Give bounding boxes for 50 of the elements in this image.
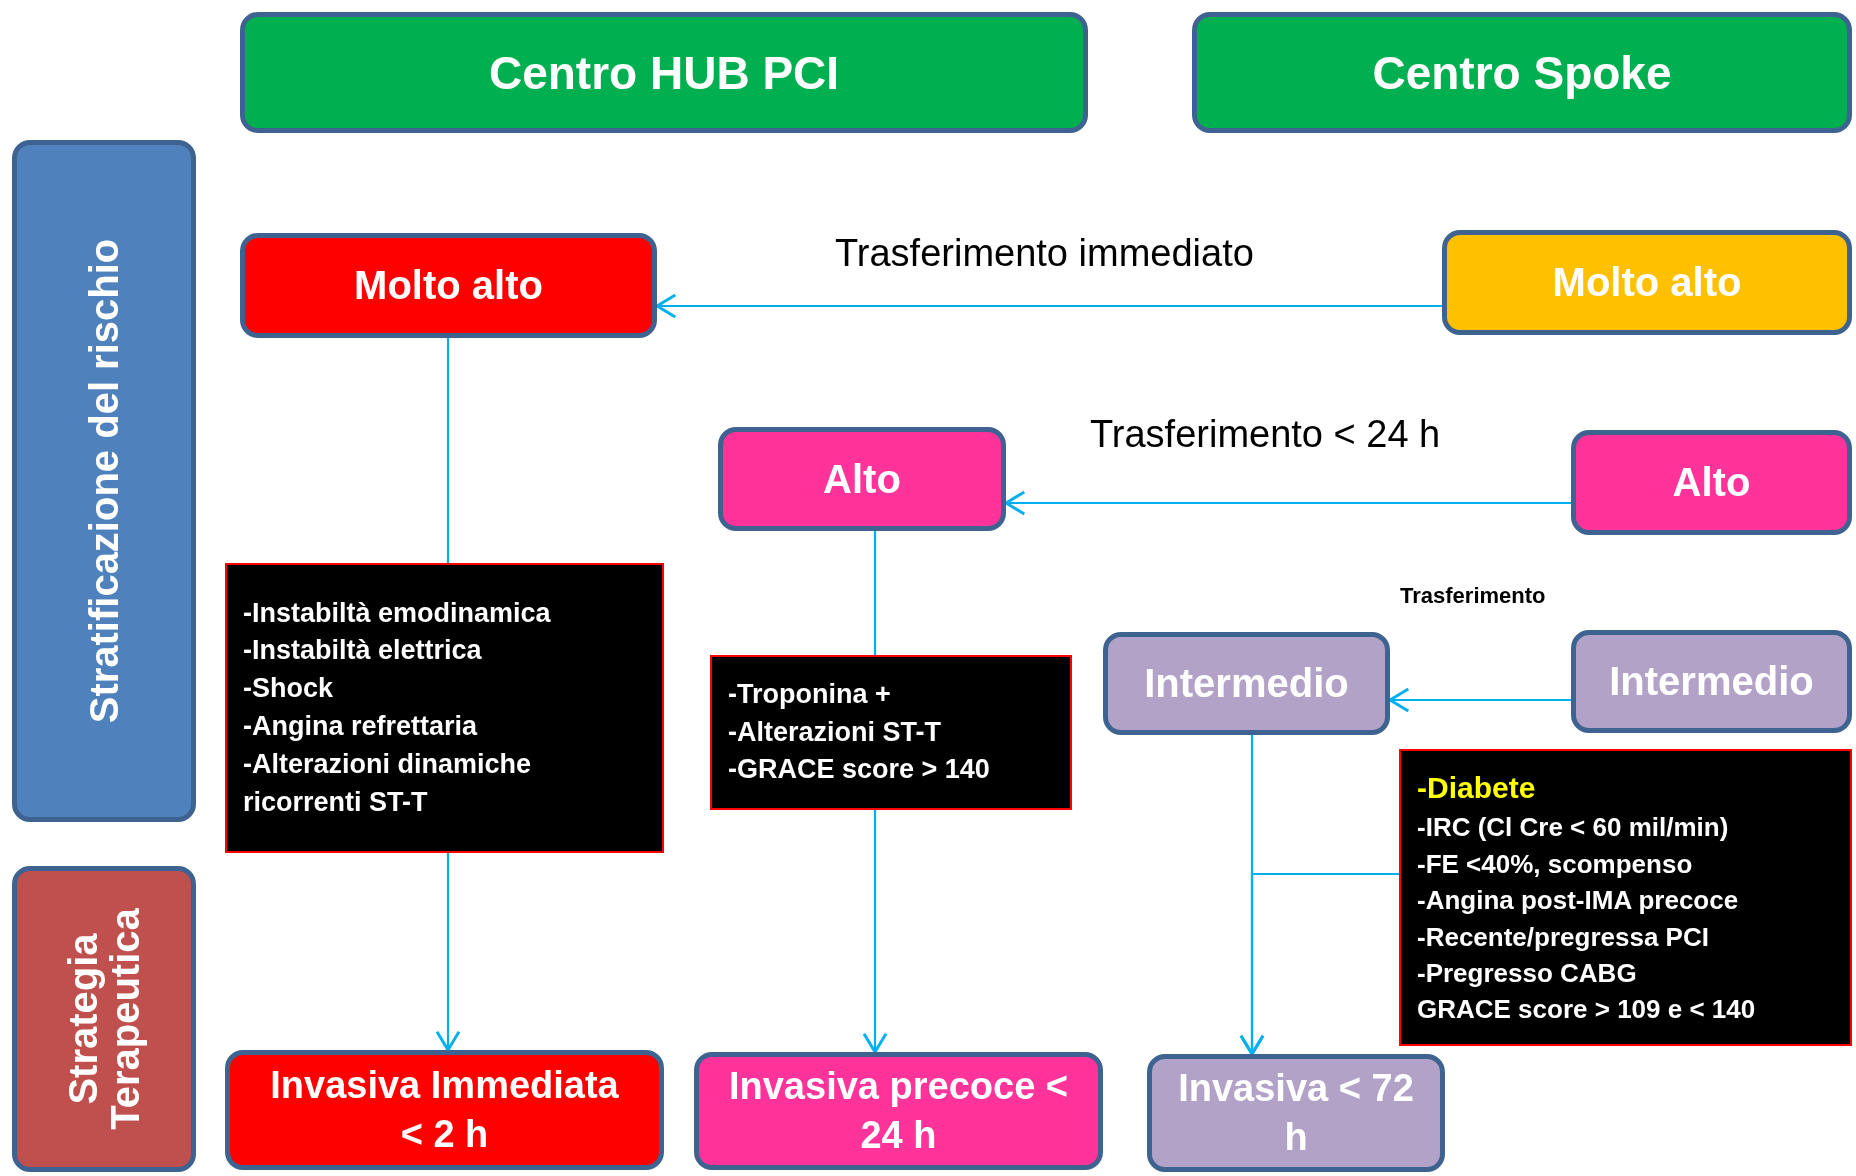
box-label: Intermedio — [1144, 661, 1349, 706]
box-label: Invasiva precoce < 24 h — [727, 1063, 1070, 1158]
arrow — [435, 853, 461, 1052]
risk-box — [718, 427, 1006, 531]
criteria-item: -Angina refrettaria — [243, 710, 478, 743]
box-label: Invasiva Immediata < 2 h — [269, 1062, 620, 1157]
arrow — [862, 810, 888, 1054]
side-band — [12, 140, 196, 822]
criteria-item: -Pregresso CABG — [1417, 956, 1637, 990]
box-label: Molto alto — [354, 263, 543, 308]
box-label: Intermedio — [1609, 659, 1814, 704]
criteria-item: -GRACE score > 140 — [728, 753, 990, 787]
box-label: Centro Spoke — [1372, 45, 1672, 100]
box-label: Alto — [1672, 460, 1751, 505]
risk-box — [1442, 230, 1852, 335]
box-label: Centro HUB PCI — [488, 45, 840, 100]
criteria-item: -Diabete — [1417, 770, 1536, 807]
box-label: Molto alto — [1552, 260, 1742, 305]
criteria-item: -Recente/pregressa PCI — [1417, 920, 1709, 954]
arrow — [655, 293, 1442, 319]
band-label: Stratificazione del rischio — [83, 237, 125, 726]
arrow — [1239, 872, 1399, 1056]
criteria-item: -Angina post-IMA precoce — [1417, 884, 1739, 918]
criteria-box — [710, 655, 1072, 810]
box-label: Alto — [823, 456, 901, 502]
criteria-item: -FE <40%, scompenso — [1417, 847, 1693, 881]
criteria-item: -Alterazioni dinamiche ricorrenti ST-T — [243, 747, 533, 819]
criteria-box — [225, 563, 664, 853]
criteria-item: -Shock — [243, 672, 334, 706]
arrow — [1004, 490, 1571, 516]
strategy-box — [225, 1050, 664, 1170]
criteria-item: -Instabiltà emodinamica — [243, 596, 551, 630]
risk-box — [1571, 430, 1852, 535]
criteria-item: -Alterazioni ST-T — [728, 715, 941, 749]
header-box — [1192, 12, 1852, 133]
criteria-item: GRACE score > 109 e < 140 — [1417, 993, 1756, 1027]
risk-box — [240, 233, 657, 338]
strategy-box — [694, 1052, 1103, 1170]
criteria-item: -IRC (Cl Cre < 60 mil/min) — [1417, 811, 1729, 845]
box-label: Invasiva < 72 h — [1177, 1065, 1415, 1160]
strategy-box — [1147, 1054, 1445, 1172]
arrow — [1388, 687, 1571, 713]
criteria-item: -Instabiltà elettrica — [243, 634, 482, 668]
side-band — [12, 866, 196, 1172]
criteria-box — [1399, 749, 1852, 1046]
header-box — [240, 12, 1088, 133]
risk-box — [1571, 630, 1852, 733]
band-label: Strategia Terapeutica — [62, 907, 146, 1132]
criteria-item: -Troponina + — [728, 677, 891, 711]
risk-box — [1103, 632, 1390, 735]
